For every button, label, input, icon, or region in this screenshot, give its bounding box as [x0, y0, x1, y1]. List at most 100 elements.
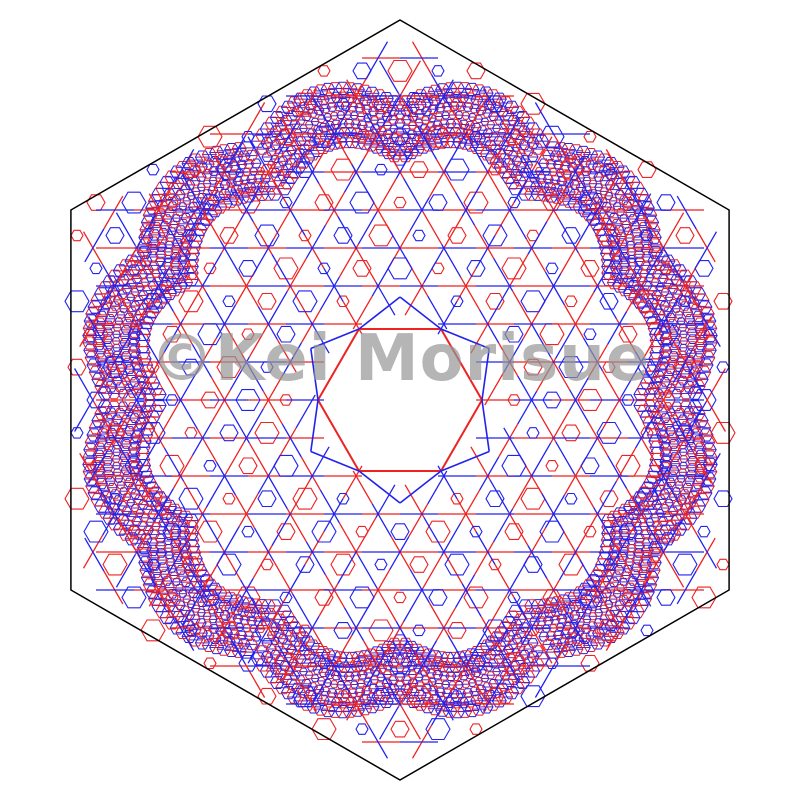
- lattice-crease: [461, 583, 482, 617]
- lattice-crease: [93, 365, 114, 399]
- small-hexagon: [374, 558, 388, 571]
- small-hexagon: [336, 690, 350, 702]
- small-hexagon: [257, 292, 277, 310]
- lattice-crease: [422, 211, 443, 245]
- small-hexagon: [602, 361, 616, 373]
- lattice-crease: [186, 507, 207, 541]
- small-hexagon: [70, 427, 84, 439]
- small-hexagon: [431, 657, 445, 670]
- small-hexagon: [450, 690, 464, 702]
- lattice-crease: [626, 488, 647, 522]
- lattice-crease: [318, 183, 339, 217]
- small-hexagon: [200, 391, 220, 409]
- lattice-crease: [319, 276, 340, 311]
- lattice-crease: [139, 330, 161, 364]
- lattice-crease: [417, 640, 438, 674]
- lattice-crease: [525, 527, 547, 562]
- lattice-crease: [700, 313, 721, 348]
- lattice-crease: [139, 436, 161, 470]
- small-hexagon: [409, 161, 429, 178]
- lattice-crease: [238, 273, 259, 307]
- lattice-crease: [667, 332, 688, 367]
- small-hexagon: [697, 328, 711, 340]
- lattice-crease: [508, 512, 529, 546]
- lattice-crease: [272, 205, 294, 240]
- lattice-crease: [506, 205, 528, 240]
- lattice-crease: [612, 226, 633, 260]
- small-hexagon: [523, 358, 543, 376]
- small-hexagon: [545, 657, 559, 670]
- lattice-crease: [276, 338, 297, 373]
- lattice-crease: [455, 574, 476, 608]
- center-star-line: [440, 450, 490, 472]
- lattice-crease: [210, 389, 231, 424]
- lattice-crease: [324, 192, 345, 226]
- small-hexagon: [450, 295, 464, 308]
- small-hexagon: [292, 685, 318, 708]
- lattice-crease: [461, 183, 482, 217]
- small-hexagon: [618, 523, 638, 540]
- lattice-crease: [662, 247, 683, 282]
- lattice-crease: [546, 188, 567, 222]
- lattice-crease: [400, 60, 421, 94]
- small-hexagon: [257, 687, 277, 705]
- lattice-crease: [527, 545, 548, 579]
- small-hexagon: [558, 158, 584, 181]
- lattice-crease: [74, 398, 95, 432]
- lattice-crease: [74, 368, 95, 402]
- small-hexagon: [311, 520, 337, 543]
- lattice-crease: [466, 98, 487, 132]
- center-star-line: [399, 296, 442, 330]
- lattice-crease: [664, 554, 685, 588]
- lattice-crease: [191, 422, 212, 456]
- small-hexagon: [102, 356, 128, 379]
- small-hexagon: [653, 323, 679, 346]
- lattice-crease: [153, 278, 174, 312]
- small-hexagon: [311, 125, 337, 148]
- small-hexagon: [143, 490, 163, 508]
- small-hexagon: [520, 685, 546, 708]
- small-hexagon: [70, 229, 84, 242]
- lattice-crease: [520, 154, 542, 188]
- lattice-crease: [207, 598, 228, 633]
- lattice-crease: [310, 626, 332, 660]
- lattice-crease: [588, 344, 609, 378]
- lattice-crease: [498, 342, 519, 377]
- small-hexagon: [368, 619, 394, 642]
- lattice-crease: [144, 351, 166, 386]
- lattice-crease: [169, 532, 190, 567]
- small-hexagon: [444, 553, 470, 576]
- small-hexagon: [561, 227, 581, 244]
- small-hexagon: [504, 523, 524, 540]
- lattice-crease: [186, 259, 207, 293]
- small-hexagon: [507, 196, 521, 209]
- lattice-crease: [639, 436, 661, 470]
- small-hexagon: [710, 421, 736, 444]
- small-hexagon: [146, 361, 160, 373]
- lattice-crease: [563, 461, 585, 496]
- lattice-crease: [291, 593, 313, 627]
- lattice-crease: [131, 466, 152, 501]
- small-hexagon: [637, 556, 657, 573]
- lattice-crease: [258, 154, 280, 188]
- lattice-crease: [705, 368, 726, 402]
- small-hexagon: [672, 553, 698, 576]
- lattice-crease: [532, 136, 553, 170]
- small-hexagon: [159, 454, 185, 477]
- lattice-crease: [115, 554, 136, 588]
- small-hexagon: [539, 520, 565, 543]
- lattice-crease: [553, 135, 574, 169]
- lattice-crease: [106, 349, 128, 383]
- lattice-crease: [290, 287, 311, 321]
- small-hexagon: [254, 421, 280, 444]
- lattice-crease: [403, 178, 424, 212]
- lattice-crease: [79, 452, 100, 487]
- lattice-crease: [296, 678, 318, 712]
- small-hexagon: [257, 490, 277, 508]
- lattice-crease: [620, 403, 642, 437]
- lattice-crease: [501, 645, 523, 679]
- lattice-crease: [174, 148, 195, 183]
- small-hexagon: [273, 257, 299, 280]
- small-hexagon: [431, 65, 445, 77]
- small-hexagon: [279, 394, 293, 406]
